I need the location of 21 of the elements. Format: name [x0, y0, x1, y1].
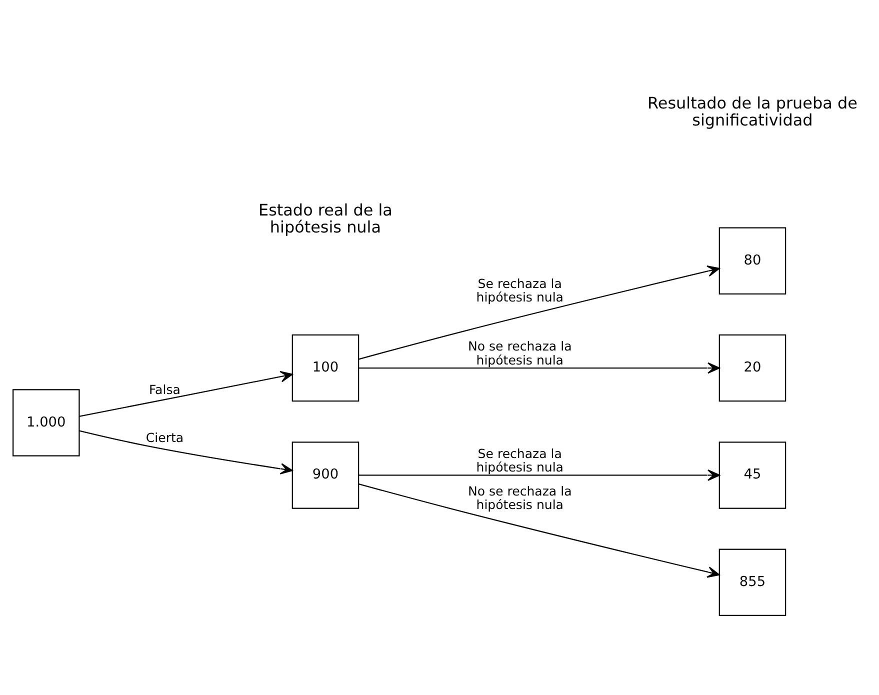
arrow: [79, 430, 293, 474]
edge-label: Cierta: [146, 430, 184, 445]
label: Resultado de la prueba de significatividad: [648, 93, 858, 130]
node-box: 100: [292, 334, 360, 402]
arrow: [358, 484, 720, 578]
node-box: 855: [718, 548, 786, 616]
edge-label: No se rechaza la hipótesis nula: [468, 483, 572, 512]
edge-label: No se rechaza la hipótesis nula: [468, 338, 572, 368]
edge-label: Se rechaza la hipótesis nula: [476, 446, 564, 475]
node-box: 20: [718, 334, 786, 402]
edge-label: Se rechaza la hipótesis nula: [476, 276, 564, 305]
node-box: 45: [718, 442, 786, 509]
node-box: 80: [718, 227, 786, 294]
edge-label: Falsa: [149, 382, 180, 398]
node-box: 900: [292, 442, 360, 509]
label: Estado real de la hipótesis nula: [258, 200, 392, 237]
node-box: 1.000: [12, 389, 80, 456]
arrow: [358, 470, 720, 481]
arrow: [80, 370, 293, 417]
arrow: [358, 362, 720, 374]
arrow: [358, 266, 720, 360]
